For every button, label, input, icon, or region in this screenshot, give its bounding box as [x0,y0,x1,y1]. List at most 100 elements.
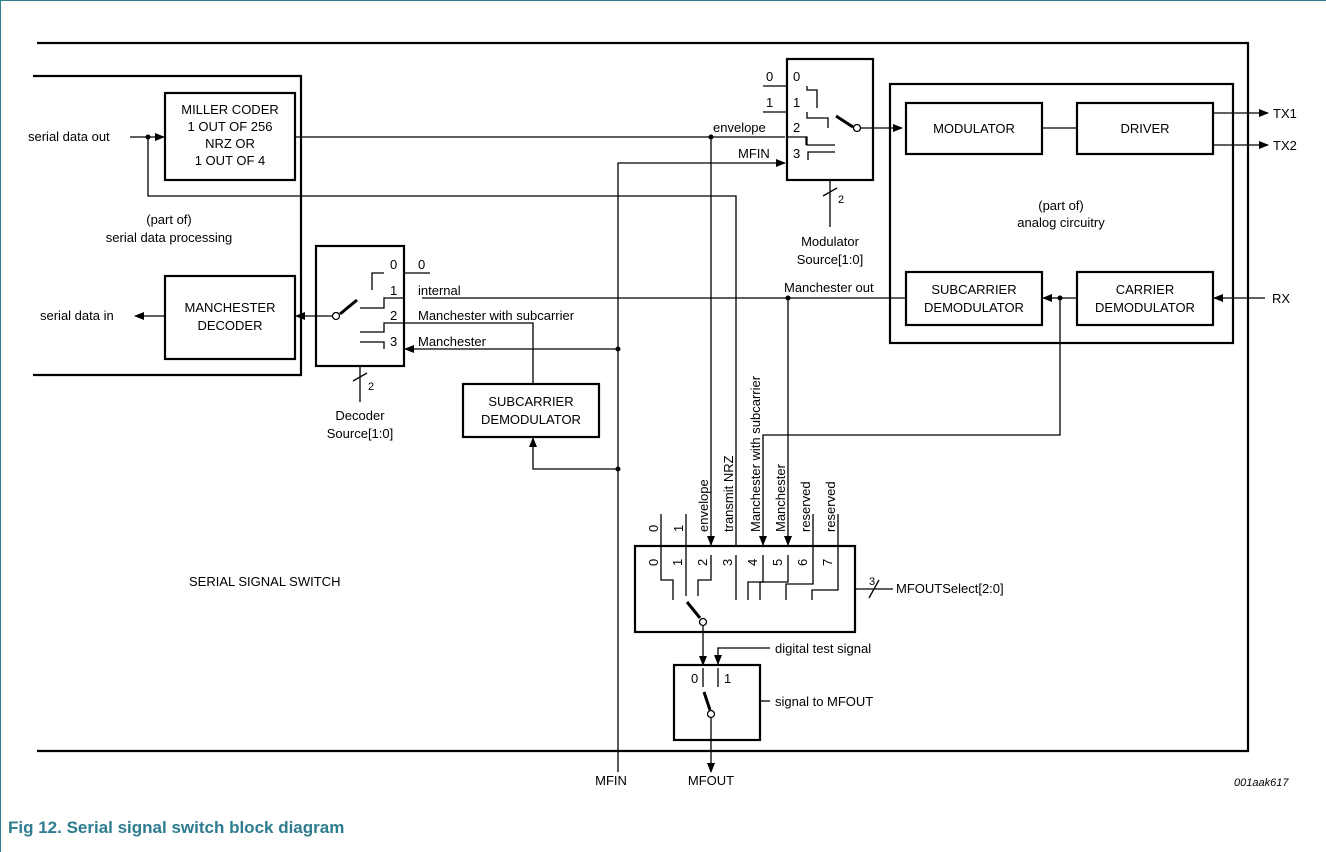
decoder-source-label-1: Decoder [335,408,385,423]
mfout-input-0: 0 [646,559,661,566]
subcarrier-demod-label-2: DEMODULATOR [481,412,581,427]
test-switch-pivot [706,709,716,719]
dec-switch-pivot [331,311,341,321]
serial-signal-switch-label: SERIAL SIGNAL SWITCH [189,574,340,589]
mfout-contact-6 [785,514,814,600]
mfout-input-7: 7 [820,559,835,566]
serial-data-processing-frame [33,74,303,377]
dec-select-bus [352,372,368,382]
mfout-input-6: 6 [795,559,810,566]
analog-circuitry-frame [888,82,1235,345]
mfoutselect-bus-width: 3 [869,576,875,588]
dec-contact-2 [360,322,404,333]
part-of-label-right: (part of) [1038,198,1084,213]
manchester-out-label: Manchester out [784,280,874,295]
modulator-label: MODULATOR [933,121,1015,136]
dec-input-3: 3 [390,334,397,349]
mod-input-3: 3 [793,146,800,161]
dec-right-mws: Manchester with subcarrier [418,308,575,323]
mfoutselect-bus [868,579,880,599]
test-input-0: 0 [691,671,698,686]
mod-switch-pivot [852,123,862,133]
dec-contact-0 [371,272,430,290]
test-switch-blade [702,691,712,711]
mod-left-envelope: envelope [713,120,766,135]
mfout-contact-4 [747,555,764,600]
mfout-top-0: 0 [646,525,661,532]
serial-data-in-label: serial data in [40,308,114,323]
subcarrier-demod-label-1: SUBCARRIER [488,394,573,409]
dec-right-internal: internal [418,283,461,298]
driver-block [1075,101,1215,156]
tx2-label: TX2 [1273,138,1297,153]
mfout-switch-pivot [698,617,708,627]
mod-left-1: 1 [766,95,773,110]
figure-caption: Fig 12. Serial signal switch block diagr… [8,818,345,837]
part-of-label-left: (part of) [146,212,192,227]
mfoutselect-label: MFOUTSelect[2:0] [896,581,1004,596]
test-switch [672,663,762,742]
subcarrier-demod-analog-label-1: SUBCARRIER [931,282,1016,297]
dec-right-0: 0 [418,257,425,272]
rx-label: RX [1272,291,1290,306]
carrier-demodulator-block [1075,270,1215,327]
modulator-source-label-2: Source[1:0] [797,252,864,267]
mfout-contact-7 [811,514,839,600]
mfin-label: MFIN [595,773,627,788]
mod-contact-3 [807,151,835,160]
junction-mfin-subcarrier [615,466,621,472]
mfin-to-subcarrier-demod [529,437,618,470]
mfout-contact-2 [697,555,712,596]
dec-switch-blade [339,298,358,316]
dec-input-2: 2 [390,308,397,323]
mfout-input-5: 5 [770,559,785,566]
figure-code: 001aak617 [1234,777,1289,789]
subcarrier-demod-analog-label-2: DEMODULATOR [924,300,1024,315]
subcarrier-demod-to-dec-line [404,322,534,384]
mfout-label: MFOUT [688,773,734,788]
mfout-input-4: 4 [745,559,760,566]
mfout-input-numbers: 0 1 2 3 4 5 6 7 [646,559,835,566]
modulator-source-label-1: Modulator [801,234,859,249]
mfin-line [617,159,786,772]
mod-input-2: 2 [793,120,800,135]
mfout-input-3: 3 [720,559,735,566]
signal-to-mfout-label: signal to MFOUT [775,694,873,709]
mfout-top-manchester: Manchester [773,463,788,532]
manchester-decoder-label-2: DECODER [197,318,262,333]
mfout-top-1: 1 [671,525,686,532]
serial-data-out-label: serial data out [28,129,110,144]
mod-left-mfin: MFIN [738,146,770,161]
mfout-top-transmit-nrz: transmit NRZ [721,455,736,532]
mod-contact-2 [787,136,835,146]
dec-right-manchester: Manchester [418,334,487,349]
transmit-nrz-line [147,137,737,545]
mod-contact-0 [763,85,818,108]
miller-coder-label-1: MILLER CODER [181,102,279,117]
digital-test-signal-arrow [714,647,770,665]
digital-test-signal-label: digital test signal [775,641,871,656]
subcarrier-demodulator-block [461,382,601,439]
mfout-top-labels: 0 1 envelope transmit NRZ Manchester wit… [646,375,838,532]
carrier-demod-label-2: DEMODULATOR [1095,300,1195,315]
mod-select-bus-width: 2 [838,194,844,206]
test-input-1: 1 [724,671,731,686]
decoder-source-label-2: Source[1:0] [327,426,394,441]
mfout-contact-0 [660,514,674,600]
mod-input-1: 1 [793,95,800,110]
driver-label: DRIVER [1120,121,1169,136]
dec-input-0: 0 [390,257,397,272]
miller-coder-label-2: 1 OUT OF 256 [187,119,272,134]
mod-switch-blade [835,114,854,129]
mfout-top-reserved-2: reserved [823,481,838,532]
mod-contact-1 [763,111,829,128]
miller-coder-label-3: NRZ OR [205,136,255,151]
analog-circuitry-label: analog circuitry [1017,215,1105,230]
dec-select-bus-width: 2 [368,381,374,393]
mod-select-bus [822,187,838,197]
mws-to-mfout-switch [759,298,1061,546]
serial-signal-switch-frame [37,41,1250,753]
mfout-switch-blade [685,601,702,619]
